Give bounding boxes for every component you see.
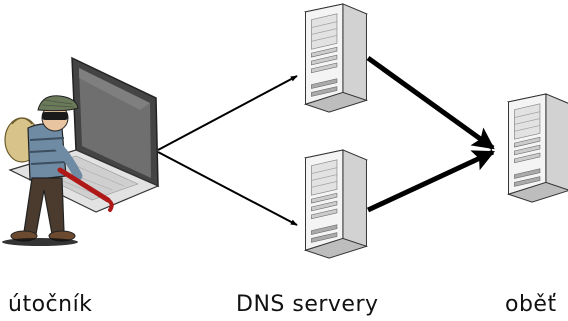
- arrow-dns2-to-victim: [366, 149, 495, 213]
- dns-server-2-icon: [304, 149, 368, 259]
- dns-servers-label: DNS servery: [236, 292, 379, 317]
- victim-label: oběť: [505, 292, 557, 317]
- arrow-attacker-to-dns2: [157, 151, 298, 226]
- arrow-dns1-to-victim: [366, 55, 495, 151]
- arrow-attacker-to-dns1: [157, 75, 298, 151]
- hacker-with-laptop-icon: [2, 56, 160, 246]
- attacker-label: útočník: [8, 292, 93, 317]
- dns-server-1-icon: [304, 3, 368, 113]
- victim-server-icon: [507, 93, 568, 203]
